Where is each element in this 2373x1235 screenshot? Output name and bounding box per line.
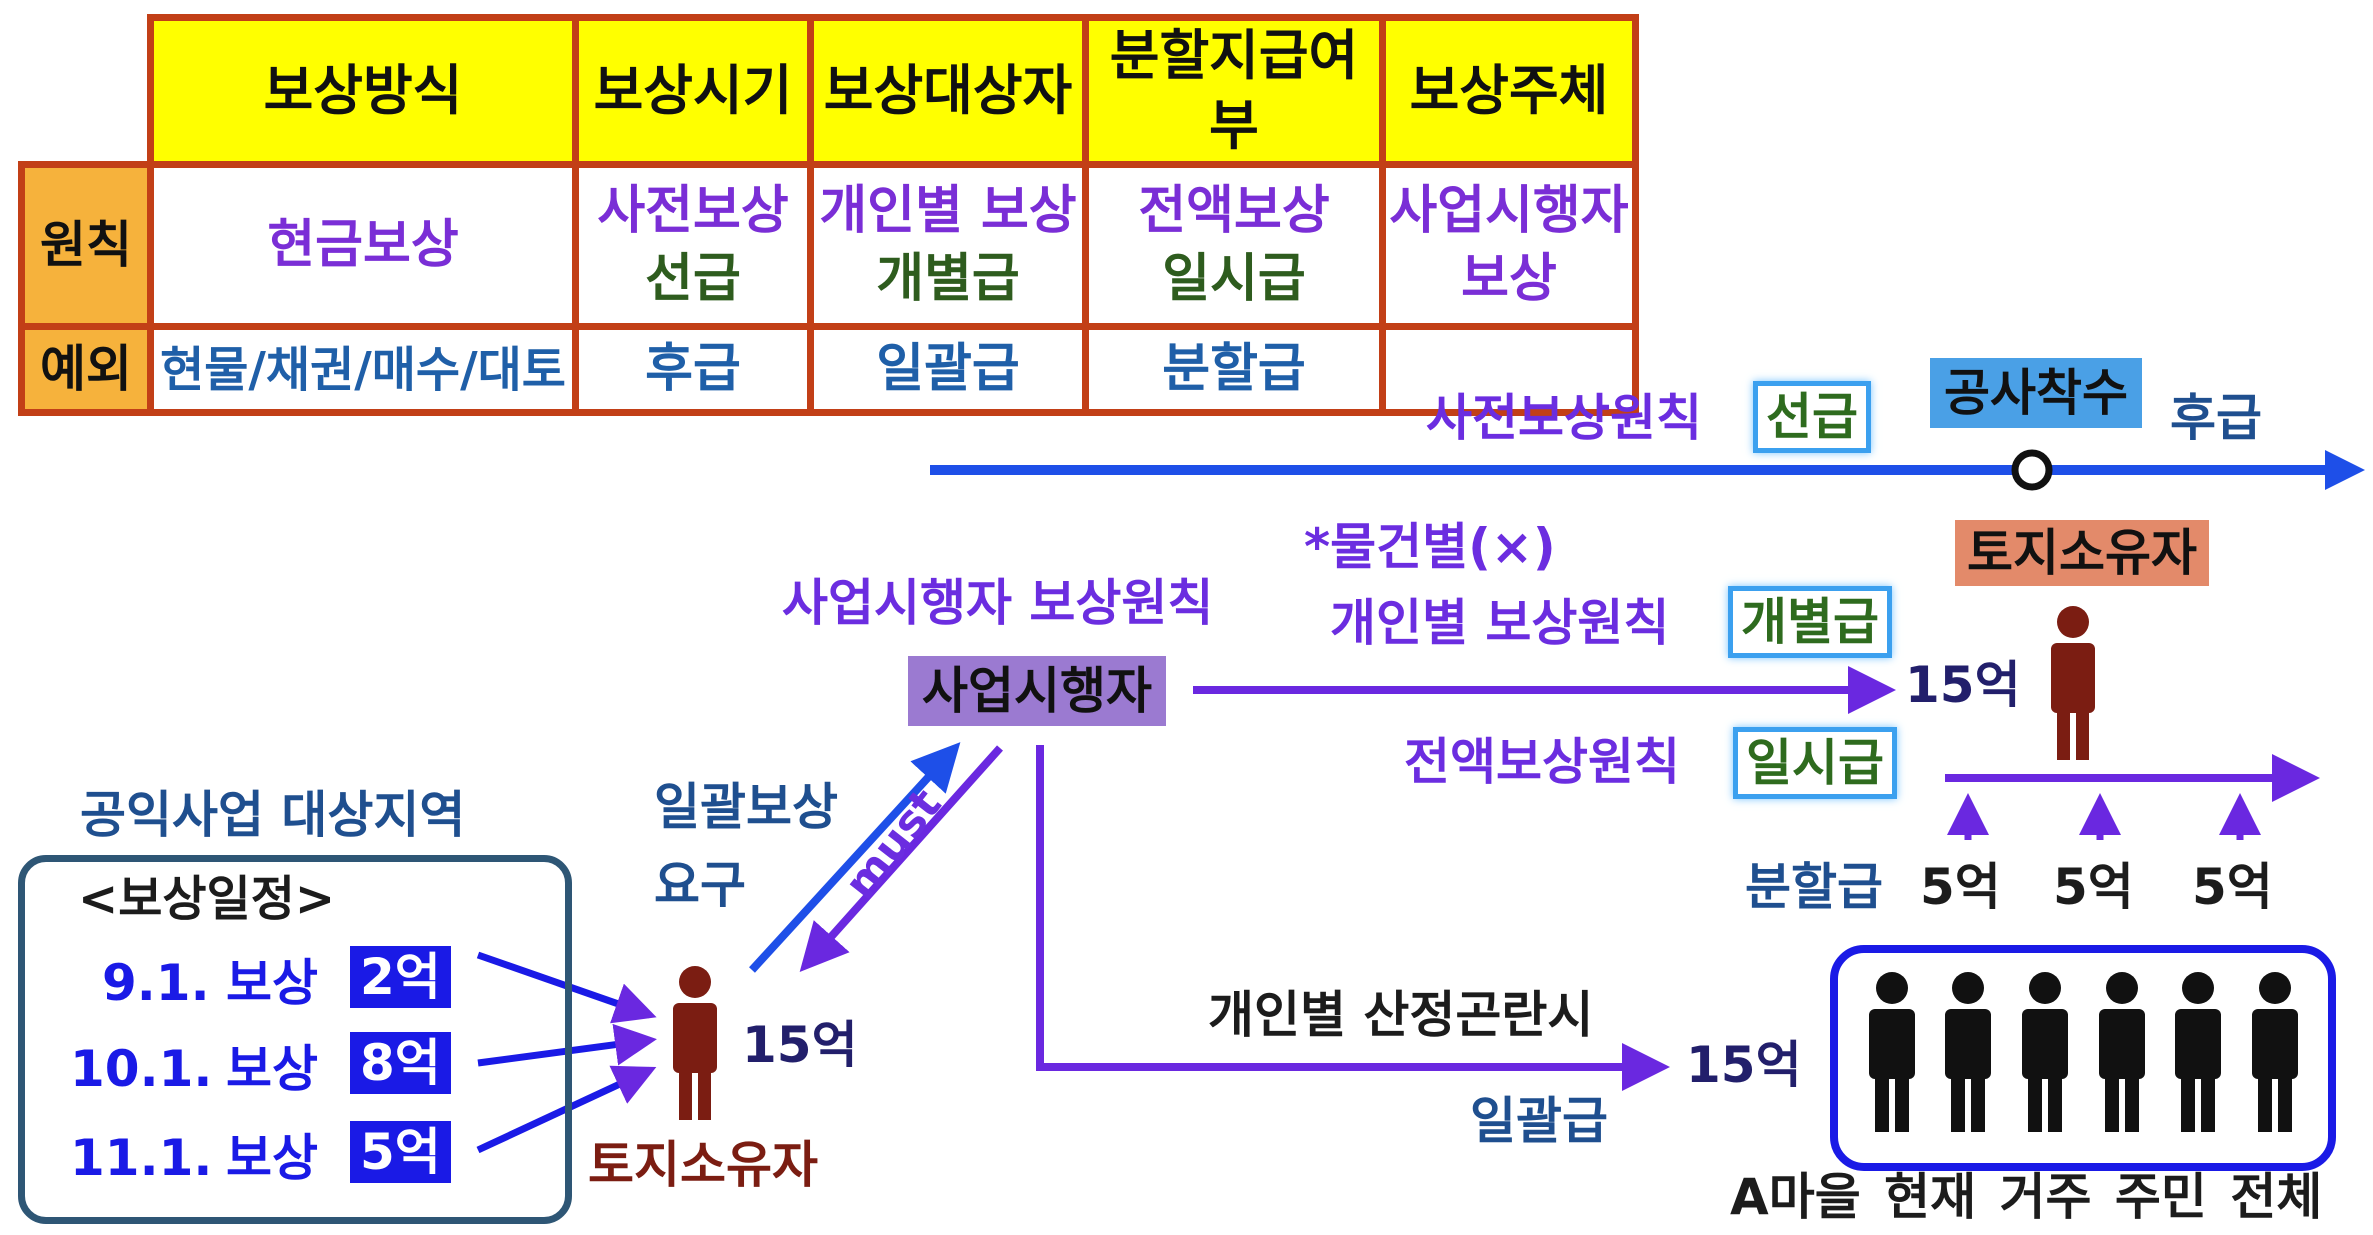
resident-person-icon <box>2022 972 2068 1132</box>
landowner-label: 토지소유자 <box>588 1136 818 1194</box>
cell-text: 사업시행자 <box>1389 181 1629 242</box>
cell-text: 보상 <box>1461 248 1557 309</box>
request-label: 요구 <box>654 856 746 914</box>
table-cell: 분할급 <box>1082 323 1386 417</box>
prepayment-principle-label: 사전보상원칙 <box>1426 389 1702 447</box>
individual-badge: 개별급 <box>1728 586 1892 658</box>
landowner-person-icon <box>673 966 717 1120</box>
cell-text: 개인별 보상 <box>819 181 1077 242</box>
installment-amount: 5억 <box>2053 858 2134 916</box>
milestone-marker <box>2011 449 2053 491</box>
table-header: 보상주체 <box>1379 13 1639 169</box>
resident-person-icon <box>2252 972 2298 1132</box>
comparison-table: 보상방식 보상시기 보상대상자 분할지급여부 보상주체 원칙 현금보상 사전보상… <box>18 13 1639 417</box>
table-cell: 현금보상 <box>147 161 579 331</box>
individual-principle-label: 개인별 보상원칙 <box>1330 594 1670 652</box>
schedule-arrow <box>476 951 657 1024</box>
table-header: 보상방식 <box>147 13 579 169</box>
schedule-box <box>18 855 572 1224</box>
group-payment-label: 일괄급 <box>1470 1092 1608 1150</box>
per-item-note: *물건별(×) <box>1304 518 1556 576</box>
schedule-word: 보상 <box>226 1129 318 1187</box>
cell-text: 사전보상 <box>597 181 789 242</box>
request-arrow <box>749 742 961 973</box>
resident-person-icon <box>2175 972 2221 1132</box>
schedule-arrow <box>476 1065 657 1154</box>
group-payment-arrow <box>1036 745 1670 1091</box>
cell-text: 전액보상 <box>1138 181 1330 242</box>
table-header: 분할지급여부 <box>1082 13 1386 169</box>
installment-label: 분할급 <box>1745 858 1883 916</box>
residents-box <box>1830 945 2336 1171</box>
schedule-title: <보상일정> <box>78 871 336 927</box>
group-condition: 개인별 산정곤란시 <box>1208 986 1594 1044</box>
schedule-word: 보상 <box>226 1040 318 1098</box>
cell-text: 선급 <box>645 248 741 309</box>
postpay-label: 후급 <box>2170 389 2262 447</box>
schedule-date: 11.1. <box>70 1129 213 1187</box>
resident-person-icon <box>1869 972 1915 1132</box>
group-amount: 15억 <box>1686 1036 1802 1094</box>
request-label: 일괄보상 <box>654 778 838 836</box>
table-cell: 일괄급 <box>807 323 1089 417</box>
table-row-principle: 원칙 현금보상 사전보상 선급 개인별 보상 개별급 전액보상 일시급 사업시행… <box>18 161 1639 331</box>
row-header: 예외 <box>18 323 154 417</box>
resident-person-icon <box>1945 972 1991 1132</box>
schedule-arrow <box>477 1023 657 1067</box>
schedule-amount: 5억 <box>350 1121 451 1183</box>
milestone-box: 공사착수 <box>1930 358 2142 428</box>
row-header: 원칙 <box>18 161 154 331</box>
table-cell: 사업시행자 보상 <box>1379 161 1639 331</box>
cell-text: 개별급 <box>876 248 1020 309</box>
must-arrow <box>799 745 1003 972</box>
table-cell: 현물/채권/매수/대토 <box>147 323 579 417</box>
full-payment-principle-label: 전액보상원칙 <box>1404 733 1680 791</box>
resident-person-icon <box>2099 972 2145 1132</box>
lump-sum-badge: 일시급 <box>1733 727 1897 799</box>
schedule-amount: 2억 <box>350 946 451 1008</box>
installment-amount: 5억 <box>2192 858 2273 916</box>
prepay-badge: 선급 <box>1753 381 1871 453</box>
landowner-amount: 15억 <box>742 1016 858 1074</box>
residents-label: A마을 현재 거주 주민 전체 <box>1730 1168 2323 1226</box>
schedule-date: 9.1. <box>102 954 210 1012</box>
schedule-date: 10.1. <box>70 1040 213 1098</box>
table-cell: 전액보상 일시급 <box>1082 161 1386 331</box>
operator-box: 사업시행자 <box>908 656 1166 726</box>
table-row-exception: 예외 현물/채권/매수/대토 후급 일괄급 분할급 <box>18 323 1639 417</box>
table-header: 보상대상자 <box>807 13 1089 169</box>
owner-box: 토지소유자 <box>1955 520 2209 586</box>
owner-person-icon <box>2051 606 2095 760</box>
individual-amount: 15억 <box>1905 656 2021 714</box>
schedule-word: 보상 <box>226 954 318 1012</box>
table-header: 보상시기 <box>572 13 814 169</box>
installment-amount: 5억 <box>1920 858 2001 916</box>
cell-text: 일시급 <box>1162 248 1306 309</box>
schedule-amount: 8억 <box>350 1032 451 1094</box>
cell-text: 현금보상 <box>267 215 459 276</box>
operator-principle-label: 사업시행자 보상원칙 <box>782 574 1214 632</box>
area-title: 공익사업 대상지역 <box>80 786 466 844</box>
table-cell <box>1379 323 1639 417</box>
table-header-row: 보상방식 보상시기 보상대상자 분할지급여부 보상주체 <box>22 13 1639 169</box>
table-cell: 후급 <box>572 323 814 417</box>
table-cell: 개인별 보상 개별급 <box>807 161 1089 331</box>
table-cell: 사전보상 선급 <box>572 161 814 331</box>
